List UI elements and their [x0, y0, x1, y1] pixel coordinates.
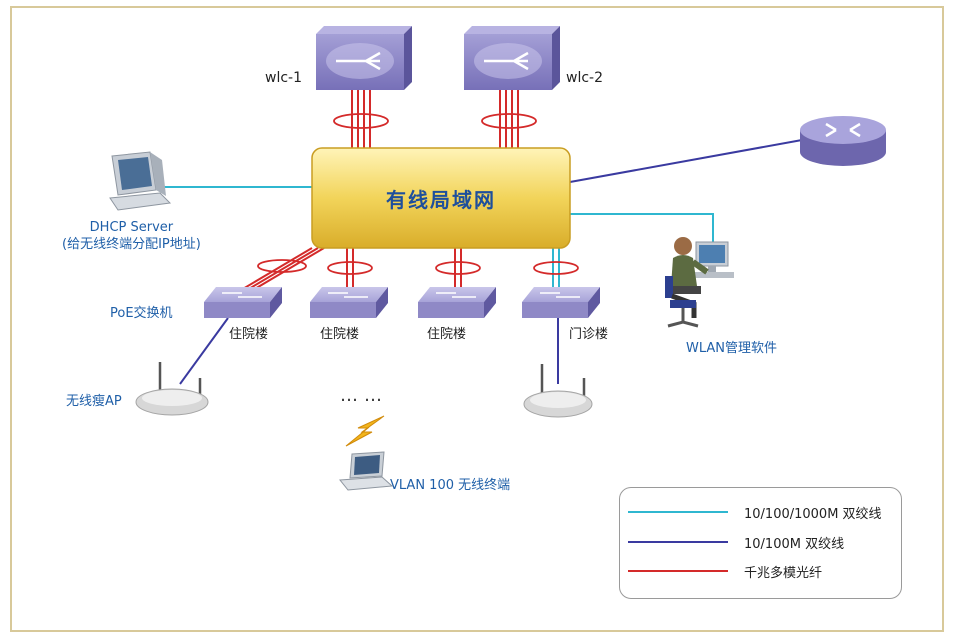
router-device [800, 116, 886, 166]
wlc1-device [316, 26, 412, 90]
wlc1-fiber-links [333, 88, 389, 150]
switch-3-label: 住院楼 [427, 327, 467, 342]
wlc2-fiber-links [481, 88, 537, 150]
wlc2-device [464, 26, 560, 90]
legend-row-100m: 10/100M 双绞线 [628, 532, 844, 552]
switch-1-label: 住院楼 [229, 327, 269, 342]
router-link [569, 139, 803, 183]
switch-4-label: 门诊楼 [569, 327, 609, 342]
legend-label-1000m: 10/100/1000M 双绞线 [744, 506, 882, 522]
laptop-icon [339, 451, 394, 491]
sw2-fiber-links [327, 248, 373, 293]
legend-swatch-fiber [628, 570, 728, 572]
dhcp-server-label-group: DHCP Server (给无线终端分配IP地址) [62, 219, 201, 253]
admin-workstation-icon [665, 237, 734, 328]
legend-swatch-1000m [628, 511, 728, 513]
wireless-signal-icon [345, 415, 385, 447]
legend-row-1000m: 10/100/1000M 双绞线 [628, 502, 882, 522]
dhcp-computer-icon [109, 151, 172, 211]
switch-3-device [418, 287, 496, 318]
wlc1-label: wlc-1 [265, 70, 302, 86]
legend-swatch-100m [628, 541, 728, 543]
dhcp-server-desc: (给无线终端分配IP地址) [62, 237, 201, 252]
sw3-fiber-links [435, 248, 481, 293]
sw1-fiber-links [235, 247, 325, 294]
wlan-management-label: WLAN管理软件 [686, 341, 778, 356]
wireless-terminal-label: VLAN 100 无线终端 [390, 478, 511, 493]
core-network-box [311, 147, 571, 249]
legend-box: 10/100/1000M 双绞线 10/100M 双绞线 千兆多模光纤 [619, 487, 902, 599]
wlc2-label: wlc-2 [566, 70, 603, 86]
switch-4-device [522, 287, 600, 318]
switch-2-label: 住院楼 [320, 327, 360, 342]
switch-2-device [310, 287, 388, 318]
switch-1-device [204, 287, 282, 318]
poe-switch-label: PoE交换机 [110, 306, 173, 321]
core-network-label: 有线局域网 [386, 187, 496, 212]
legend-row-fiber: 千兆多模光纤 [628, 561, 822, 581]
dhcp-server-name: DHCP Server [89, 220, 174, 235]
ap-1-device [135, 362, 209, 416]
ap-2-device [523, 364, 593, 418]
sw4-links [533, 248, 579, 293]
ap1-link [179, 317, 229, 385]
mgmt-link [570, 213, 714, 243]
legend-label-100m: 10/100M 双绞线 [744, 536, 845, 552]
ap-label: 无线瘦AP [66, 394, 122, 409]
legend-label-fiber: 千兆多模光纤 [744, 565, 823, 581]
more-terminals-ellipsis: …… [340, 385, 388, 406]
